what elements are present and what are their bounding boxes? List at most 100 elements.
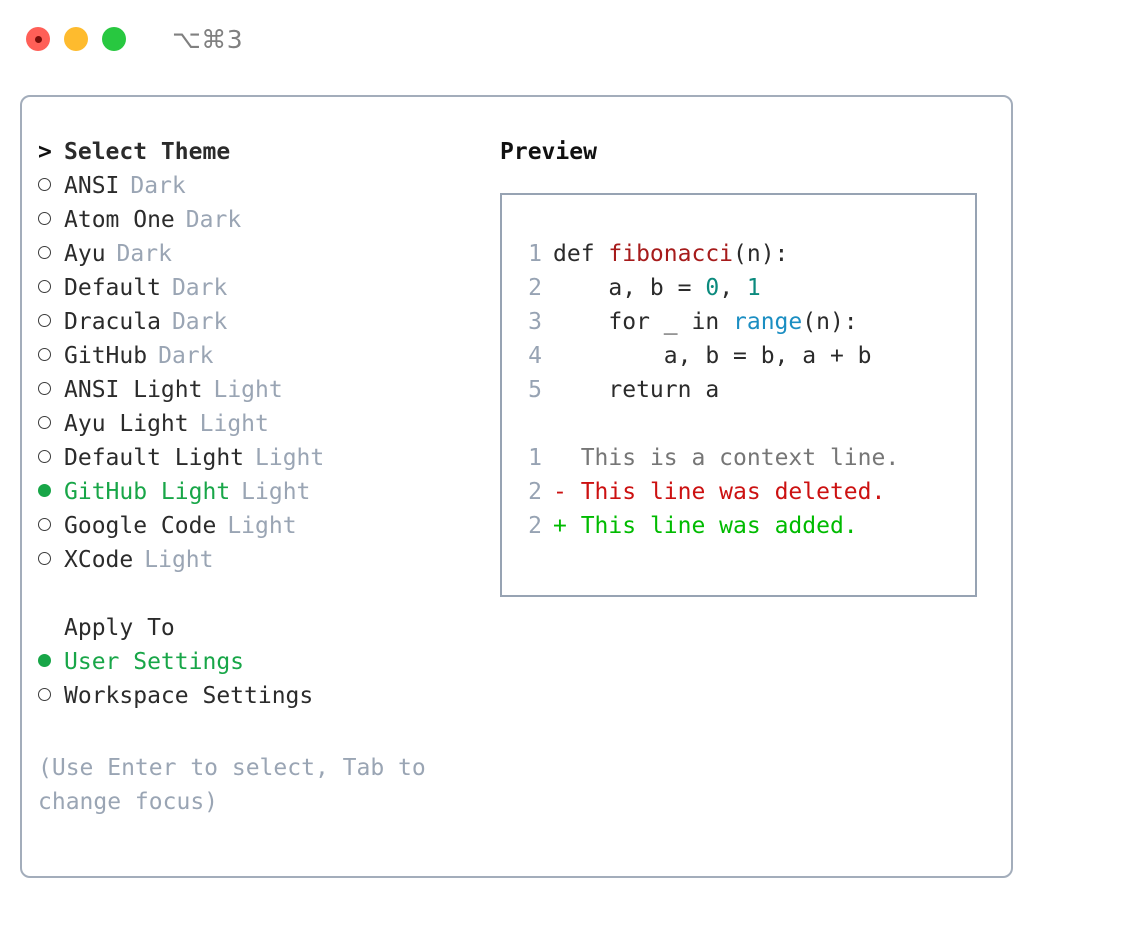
theme-variant-tag: Dark: [116, 241, 172, 267]
theme-option-label: Ayu: [64, 241, 106, 267]
diff-line-number: 2: [528, 513, 542, 539]
theme-option-label: ANSI: [64, 173, 120, 199]
code-plain: (n):: [802, 309, 858, 335]
radio-dot: [38, 450, 51, 463]
theme-variant-tag: Light: [213, 377, 283, 403]
theme-option-ansi[interactable]: ANSI Dark: [38, 173, 468, 207]
radio-unselected-icon: [38, 447, 64, 470]
code-plain: a, b = b, a + b: [553, 343, 872, 369]
radio-dot: [38, 382, 51, 395]
radio-unselected-icon: [38, 243, 64, 266]
radio-unselected-icon: [38, 311, 64, 334]
theme-option-atom-one[interactable]: Atom One Dark: [38, 207, 468, 241]
token-function: fibonacci: [608, 241, 734, 267]
apply-to-option-workspace-settings[interactable]: Workspace Settings: [38, 683, 468, 717]
theme-variant-tag: Light: [227, 513, 297, 539]
radio-dot: [38, 654, 51, 667]
radio-selected-icon: [38, 481, 64, 504]
diff-text: This line was added.: [566, 513, 858, 539]
diff-line-number: 1: [528, 445, 542, 471]
token-call: range: [733, 309, 803, 335]
theme-option-google-code[interactable]: Google Code Light: [38, 513, 468, 547]
code-line-number: 4: [528, 343, 542, 369]
code-line-number: 5: [528, 377, 542, 403]
diff-sign: +: [553, 513, 567, 539]
theme-variant-tag: Dark: [130, 173, 186, 199]
radio-dot: [38, 518, 51, 531]
title-bar: ⌥⌘3: [0, 0, 1140, 78]
diff-sign: -: [553, 479, 567, 505]
theme-option-label: GitHub: [64, 343, 148, 369]
diff-line-number: 2: [528, 479, 542, 505]
theme-variant-tag: Light: [144, 547, 214, 573]
close-window-button[interactable]: [26, 27, 50, 51]
focus-caret-icon: >: [38, 139, 52, 165]
code-line-number: 3: [528, 309, 542, 335]
code-plain: def: [553, 241, 609, 267]
theme-option-label: Ayu Light: [64, 411, 189, 437]
code-line: 3 for _ in range(n):: [516, 309, 975, 343]
radio-dot: [38, 280, 51, 293]
preview-title: Preview: [500, 139, 597, 165]
theme-option-label: Atom One: [64, 207, 175, 233]
code-line-text: for _ in range(n):: [553, 309, 858, 335]
theme-option-ansi-light[interactable]: ANSI Light Light: [38, 377, 468, 411]
theme-option-ayu[interactable]: Ayu Dark: [38, 241, 468, 275]
code-line-text: def fibonacci(n):: [553, 241, 788, 267]
radio-unselected-icon: [38, 515, 64, 538]
code-line: 5 return a: [516, 377, 975, 411]
radio-dot: [38, 416, 51, 429]
radio-dot: [38, 552, 51, 565]
keyboard-shortcut-label: ⌥⌘3: [172, 24, 244, 54]
theme-option-github[interactable]: GitHub Dark: [38, 343, 468, 377]
theme-option-label: Default Light: [64, 445, 245, 471]
window-controls: [26, 27, 126, 51]
radio-unselected-icon: [38, 345, 64, 368]
select-theme-header: > Select Theme: [38, 139, 468, 173]
apply-to-option-label: Workspace Settings: [64, 683, 314, 709]
code-line-text: a, b = 0, 1: [553, 275, 761, 301]
theme-option-label: Google Code: [64, 513, 217, 539]
theme-variant-tag: Dark: [185, 207, 242, 233]
theme-variant-tag: Light: [199, 411, 269, 437]
radio-unselected-icon: [38, 549, 64, 572]
code-line-text: return a: [553, 377, 719, 403]
theme-option-label: GitHub Light: [64, 479, 231, 505]
radio-unselected-icon: [38, 175, 64, 198]
theme-option-xcode[interactable]: XCode Light: [38, 547, 468, 581]
token-number: 1: [746, 275, 761, 301]
code-line: 2 a, b = 0, 1: [516, 275, 975, 309]
apply-to-option-label: User Settings: [64, 649, 245, 675]
radio-dot: [38, 314, 51, 327]
minimize-window-button[interactable]: [64, 27, 88, 51]
apply-to-option-user-settings[interactable]: User Settings: [38, 649, 468, 683]
theme-option-label: ANSI Light: [64, 377, 203, 403]
code-line-number: 2: [528, 275, 542, 301]
code-plain: return a: [553, 377, 720, 403]
maximize-window-button[interactable]: [102, 27, 126, 51]
code-line: 4 a, b = b, a + b: [516, 343, 975, 377]
code-plain: for _ in: [553, 309, 734, 335]
code-plain: a, b =: [553, 275, 706, 301]
code-line-text: a, b = b, a + b: [553, 343, 872, 369]
diff-sign: [553, 445, 567, 471]
theme-option-ayu-light[interactable]: Ayu Light Light: [38, 411, 468, 445]
code-line-number: 1: [528, 241, 542, 267]
theme-option-label: XCode: [64, 547, 134, 573]
keyboard-hint-text: (Use Enter to select, Tab to change focu…: [38, 755, 426, 815]
theme-variant-tag: Dark: [158, 343, 214, 369]
radio-dot: [38, 484, 51, 497]
theme-option-label: Default: [64, 275, 161, 301]
diff-sample: 1 This is a context line.2- This line wa…: [516, 445, 975, 547]
